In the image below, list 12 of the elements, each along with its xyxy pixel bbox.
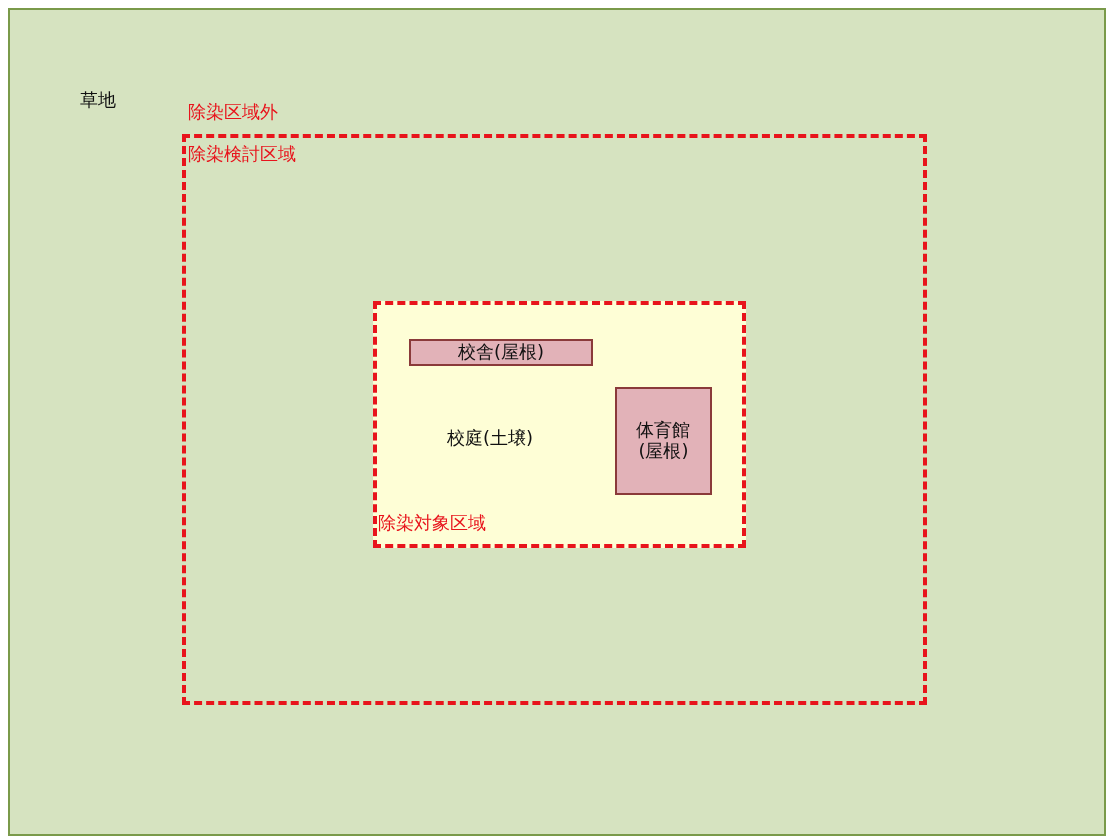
building-box	[615, 387, 712, 495]
building-label: 体育館(屋根)	[635, 420, 692, 462]
zone-label: 除染検討区域	[188, 144, 296, 165]
area-label: 草地	[80, 90, 116, 111]
zone-label: 除染対象区域	[378, 513, 486, 534]
zone-area	[373, 301, 746, 548]
building-label: 校舎(屋根)	[457, 342, 544, 363]
field-background	[8, 8, 1106, 836]
zone-label: 除染区域外	[188, 102, 278, 123]
building-box	[409, 339, 593, 366]
area-label: 校庭(土壌)	[447, 428, 534, 449]
zone-area	[182, 134, 927, 705]
